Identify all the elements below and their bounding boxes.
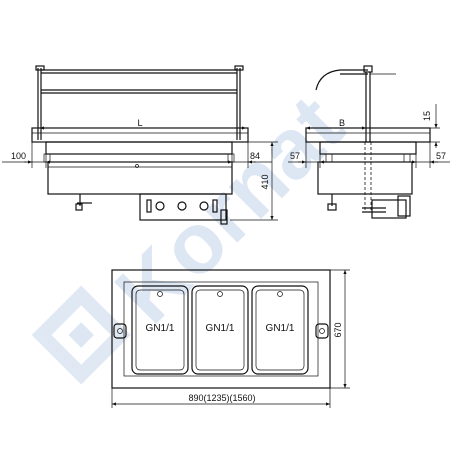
dim-height-label: 410	[260, 174, 270, 189]
watermark: Kornat	[31, 78, 361, 385]
container-label-1: GN1/1	[146, 323, 175, 334]
front-view	[31, 65, 249, 225]
dim-left-inset-label: 57	[290, 151, 300, 161]
top-view: GN1/1 GN1/1 GN1/1	[111, 269, 331, 389]
dim-left-overhang-label: 100	[11, 151, 26, 161]
container-label-3: GN1/1	[266, 323, 295, 334]
dim-top-depth-label: 670	[333, 322, 343, 337]
top-view-dimensions: 890(1235)(1560) 670	[111, 269, 350, 408]
front-view-dimensions: L 100 84 410	[2, 118, 278, 221]
dim-right-inset-label: 57	[436, 151, 446, 161]
dim-width-label: 890(1235)(1560)	[188, 393, 255, 403]
side-view	[305, 65, 431, 219]
dim-right-overhang-label: 84	[250, 151, 260, 161]
dim-length-label: L	[137, 118, 142, 128]
side-view-dimensions: B 15 57 57	[288, 104, 450, 168]
dim-top-offset-label: 15	[422, 111, 432, 121]
dim-depth-label: B	[339, 118, 345, 128]
container-label-2: GN1/1	[206, 323, 235, 334]
watermark-logo	[31, 285, 131, 385]
